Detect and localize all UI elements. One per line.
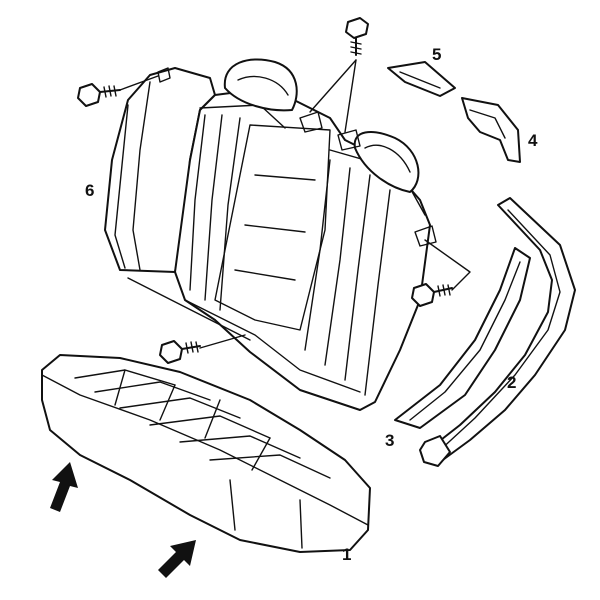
part-4-bracket-cover — [461, 97, 521, 163]
callout-4: 4 — [528, 131, 538, 150]
bolt-lower-left — [159, 340, 201, 364]
callout-1: 1 — [342, 545, 351, 564]
arrow-left — [50, 462, 78, 512]
leader-lines — [119, 59, 471, 349]
callout-5: 5 — [432, 45, 441, 64]
bolt-right — [411, 283, 453, 307]
seat-cushion — [41, 354, 371, 553]
bolt-upper-left — [77, 83, 121, 107]
part-5-cover — [387, 61, 456, 97]
arrow-bottom — [158, 540, 196, 578]
bolt-top — [345, 17, 369, 56]
callout-2: 2 — [507, 373, 516, 392]
part-2-trim — [419, 197, 576, 467]
part-3-trim-strip — [394, 247, 531, 429]
seat-back — [104, 58, 437, 411]
callout-3: 3 — [385, 431, 394, 450]
callout-6: 6 — [85, 181, 94, 200]
callouts: 1 2 3 4 5 6 — [85, 45, 538, 564]
